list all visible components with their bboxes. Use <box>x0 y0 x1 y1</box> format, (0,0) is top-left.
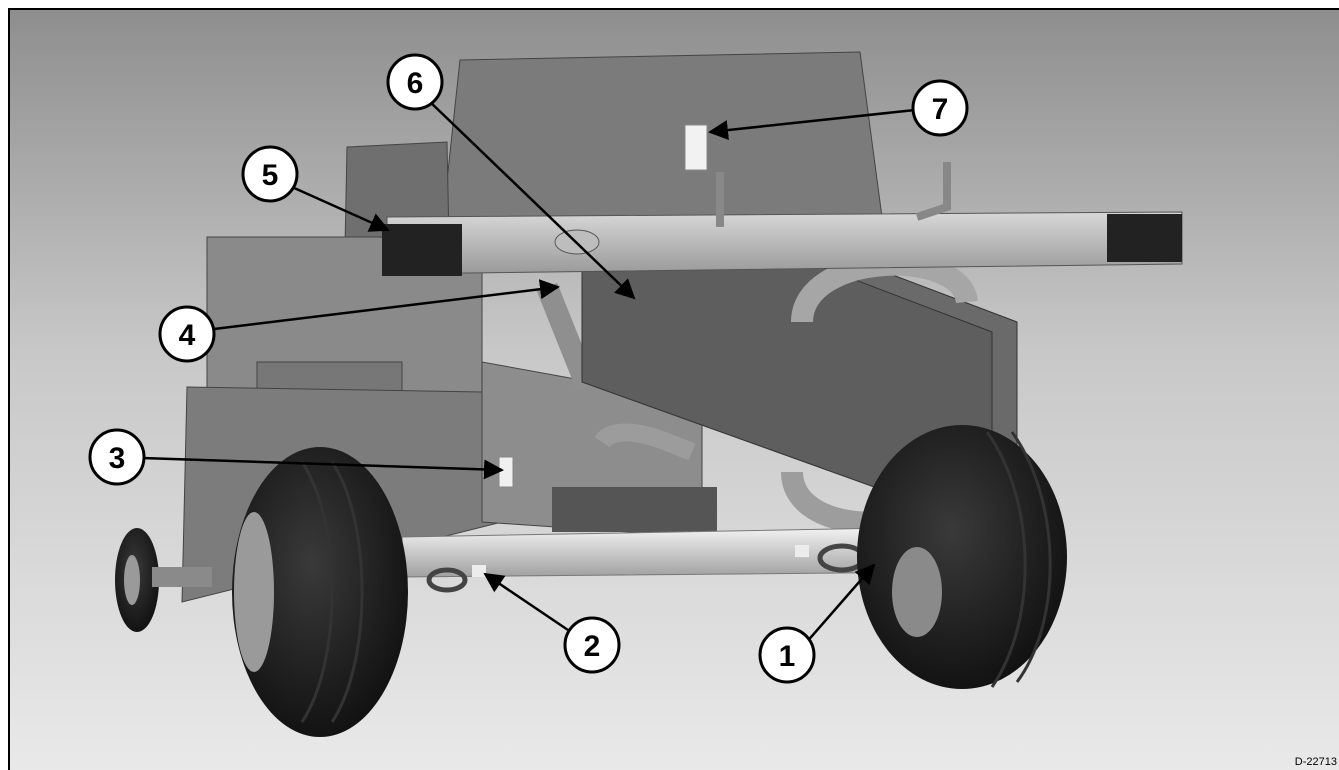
callout-4: 4 <box>158 305 216 363</box>
callout-5-label: 5 <box>262 159 279 192</box>
hydraulic-pipe <box>594 423 696 461</box>
callout-1: 1 <box>758 626 816 684</box>
callout-6: 6 <box>386 53 444 111</box>
right-tire <box>857 425 1067 689</box>
callout-2-label: 2 <box>584 630 601 663</box>
callout-6-label: 6 <box>407 67 424 100</box>
leader-lines <box>141 98 916 645</box>
left-tire <box>232 447 408 737</box>
callout-5: 5 <box>241 145 299 203</box>
callout-4-label: 4 <box>179 319 196 352</box>
handle-right <box>915 162 951 221</box>
leader-2 <box>483 572 569 632</box>
cylinder <box>536 282 598 392</box>
leader-1 <box>804 563 876 645</box>
leader-7 <box>708 108 916 141</box>
decal-3 <box>498 456 514 488</box>
tow-eye-left <box>426 567 468 593</box>
center-opening <box>552 487 717 532</box>
callout-3-label: 3 <box>109 442 126 475</box>
callout-3: 3 <box>88 428 146 486</box>
leader-5 <box>291 185 390 232</box>
leader-6 <box>426 98 636 300</box>
decal-7 <box>684 124 708 171</box>
top-crossbar <box>386 211 1183 275</box>
callout-2: 2 <box>563 616 621 674</box>
figure-reference-code: D-22713 <box>1294 756 1337 768</box>
jack-wheel <box>115 528 212 632</box>
callout-1-label: 1 <box>779 640 796 673</box>
callout-7-label: 7 <box>932 93 949 126</box>
callout-7: 7 <box>911 79 969 137</box>
leader-4 <box>213 279 560 331</box>
top-housing <box>441 51 883 228</box>
baler-illustration: 1 2 3 4 5 6 7 <box>10 10 1339 770</box>
figure-frame: 1 2 3 4 5 6 7 D-22713 <box>8 8 1339 770</box>
right-end-cap <box>1107 214 1182 262</box>
decal-2 <box>472 565 486 577</box>
decal-1a <box>795 545 809 557</box>
left-end-cap <box>382 224 462 276</box>
leader-3 <box>141 456 504 480</box>
